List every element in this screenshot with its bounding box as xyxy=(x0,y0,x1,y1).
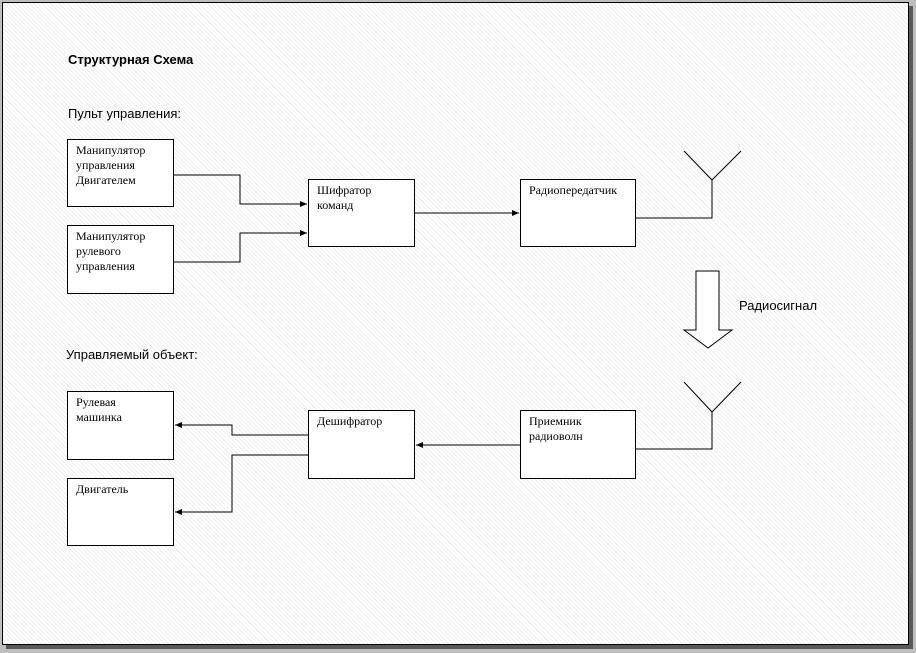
receive-antenna-icon xyxy=(683,381,742,413)
block-transmitter: Радиопередатчик xyxy=(520,179,636,247)
wire-steering-manipulator-to-encoder xyxy=(174,230,307,263)
wire-engine-manipulator-to-encoder xyxy=(174,174,307,207)
block-manipulator-engine: Манипулятор управления Двигателем xyxy=(67,139,174,207)
radio-signal-label: Радиосигнал xyxy=(739,298,818,313)
wire-decoder-to-engine xyxy=(175,454,308,515)
wire-decoder-to-steering-machine xyxy=(175,422,308,436)
block-steering-machine: Рулевая машинка xyxy=(67,391,174,460)
block-decoder: Дешифратор xyxy=(308,410,415,479)
block-encoder: Шифратор команд xyxy=(308,179,415,247)
section-control-panel: Пульт управления: xyxy=(68,106,181,121)
transmit-antenna-icon xyxy=(683,150,742,181)
wire-transmitter-to-antenna xyxy=(636,180,713,219)
radio-signal-arrow-icon xyxy=(682,270,734,349)
block-receiver: Приемник радиоволн xyxy=(520,410,636,479)
diagram-title: Структурная Схема xyxy=(68,52,194,67)
block-engine: Двигатель xyxy=(67,478,174,546)
wire-antenna-to-receiver xyxy=(636,412,713,450)
section-controlled-object: Управляемый объект: xyxy=(66,347,198,362)
block-manipulator-steering: Манипулятор рулевого управления xyxy=(67,225,174,294)
